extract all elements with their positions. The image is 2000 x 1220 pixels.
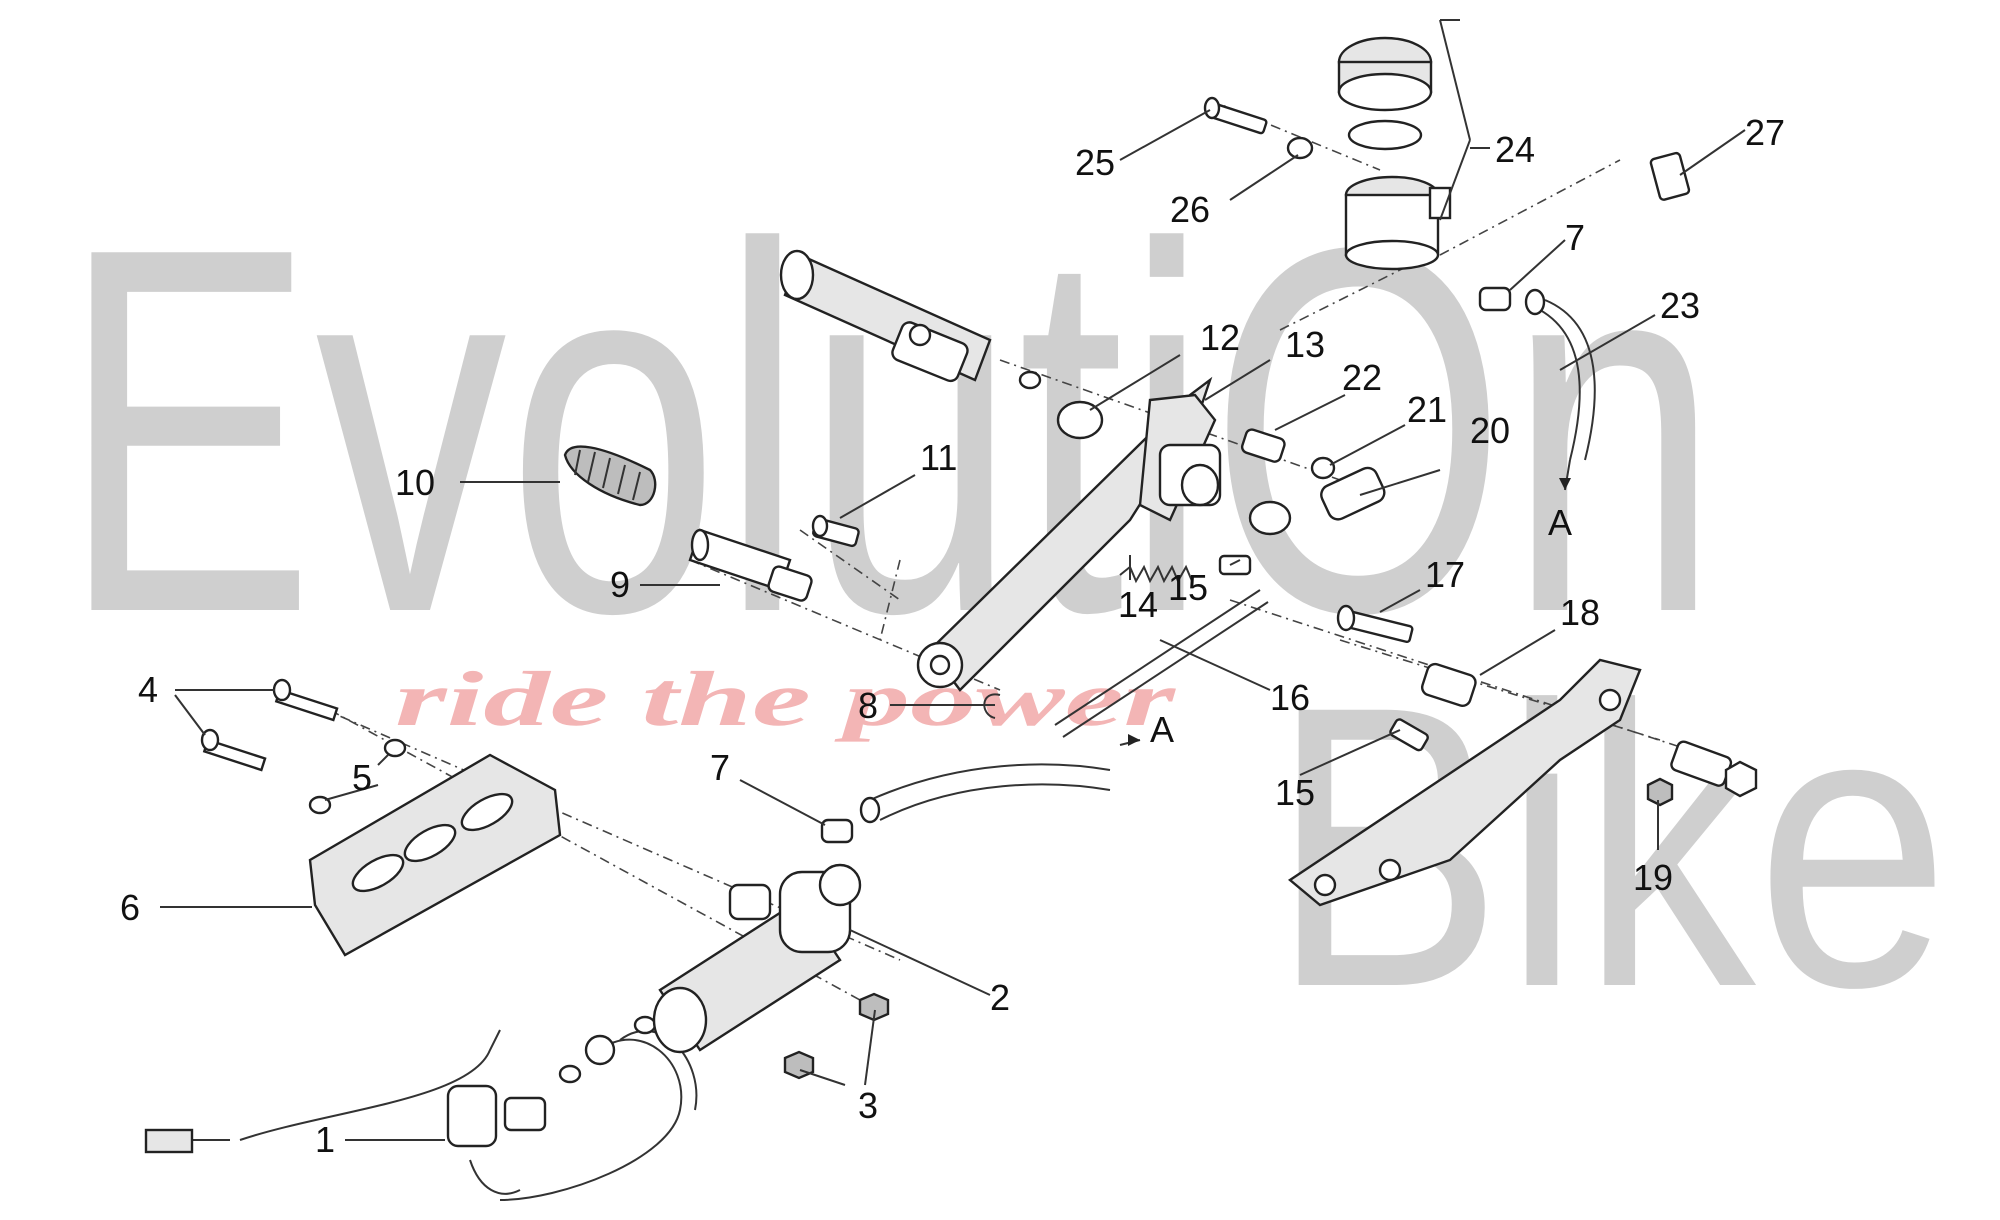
part-26-washer <box>1286 136 1314 160</box>
heel-guard-plate <box>1287 658 1642 907</box>
part-8-circlip <box>983 693 1001 719</box>
part-7-hose-clip-upper <box>1478 286 1512 312</box>
callout-1: 1 <box>315 1119 335 1160</box>
callout-16: 16 <box>1270 677 1310 718</box>
part-5-washers <box>308 738 407 815</box>
part-7-hose-clip-lower <box>820 763 1111 844</box>
part-27-clip <box>1649 151 1691 201</box>
part-9-pivot-pin <box>688 528 813 602</box>
callout-12: 12 <box>1200 317 1240 358</box>
part-22-pin <box>1240 428 1286 463</box>
callout-15-lower: 15 <box>1275 772 1315 813</box>
watermark-tagline: ride the power <box>395 655 1176 742</box>
callout-9: 9 <box>610 564 630 605</box>
part-18-spacer <box>1420 662 1477 708</box>
callout-5: 5 <box>352 757 372 798</box>
part-14-spring <box>1119 564 1193 584</box>
connector-label-a-right: A <box>1548 502 1572 543</box>
callout-19: 19 <box>1633 857 1673 898</box>
callout-11: 11 <box>920 437 957 478</box>
callout-6: 6 <box>120 887 140 928</box>
part-16-push-rod <box>1054 589 1269 738</box>
footpeg-tube <box>779 249 1042 390</box>
part-12-seal <box>1056 400 1104 440</box>
callout-8: 8 <box>858 685 878 726</box>
callout-24: 24 <box>1495 129 1535 170</box>
part-4-bolts <box>200 678 339 772</box>
watermark-brand-line1: EvolutiOn <box>60 140 1720 721</box>
part-21-washer <box>1310 456 1336 480</box>
connector-arrows <box>1128 478 1571 746</box>
callout-23: 23 <box>1660 285 1700 326</box>
part-24-reservoir <box>1337 36 1452 271</box>
part-10-footrest-rubber <box>563 445 657 507</box>
callout-15-upper: 15 <box>1168 567 1208 608</box>
seal-ring <box>1248 500 1292 536</box>
callout-14: 14 <box>1118 584 1158 625</box>
connector-arrow-icon <box>1559 478 1571 490</box>
callout-21: 21 <box>1407 389 1447 430</box>
callout-labels: 1 2 3 4 5 6 7 7 8 9 10 11 12 13 14 15 15… <box>120 112 1785 1160</box>
part-1-brake-switch <box>144 1029 547 1195</box>
callout-10: 10 <box>395 462 435 503</box>
part-17-bolt <box>1336 604 1414 644</box>
callout-13: 13 <box>1285 324 1325 365</box>
part-11-screw <box>811 514 860 548</box>
part-2-master-cylinder <box>652 863 862 1054</box>
callout-3: 3 <box>858 1085 878 1126</box>
callout-26: 26 <box>1170 189 1210 230</box>
callout-25: 25 <box>1075 142 1115 183</box>
connector-arrow-icon <box>1128 734 1140 746</box>
callout-18: 18 <box>1560 592 1600 633</box>
callout-27: 27 <box>1745 112 1785 153</box>
part-13-brake-lever <box>916 376 1222 692</box>
part-25-bolt <box>1203 96 1268 135</box>
part-15-pin-upper <box>1218 554 1252 576</box>
part-20-clevis <box>1320 466 1386 521</box>
part-3-nuts <box>783 992 890 1080</box>
callout-20: 20 <box>1470 410 1510 451</box>
part-6-bracket <box>308 753 562 957</box>
part-19-nut <box>1646 740 1758 807</box>
callout-7-upper: 7 <box>1565 217 1585 258</box>
part-23-reservoir-hose <box>1524 288 1596 461</box>
callout-4: 4 <box>138 669 158 710</box>
connector-label-a-left: A <box>1150 709 1174 750</box>
leader-lines <box>160 19 1746 1141</box>
callout-7-lower: 7 <box>710 747 730 788</box>
callout-22: 22 <box>1342 357 1382 398</box>
part-15-pin-lower <box>1389 718 1429 752</box>
callout-17: 17 <box>1425 554 1465 595</box>
callout-2: 2 <box>990 977 1010 1018</box>
